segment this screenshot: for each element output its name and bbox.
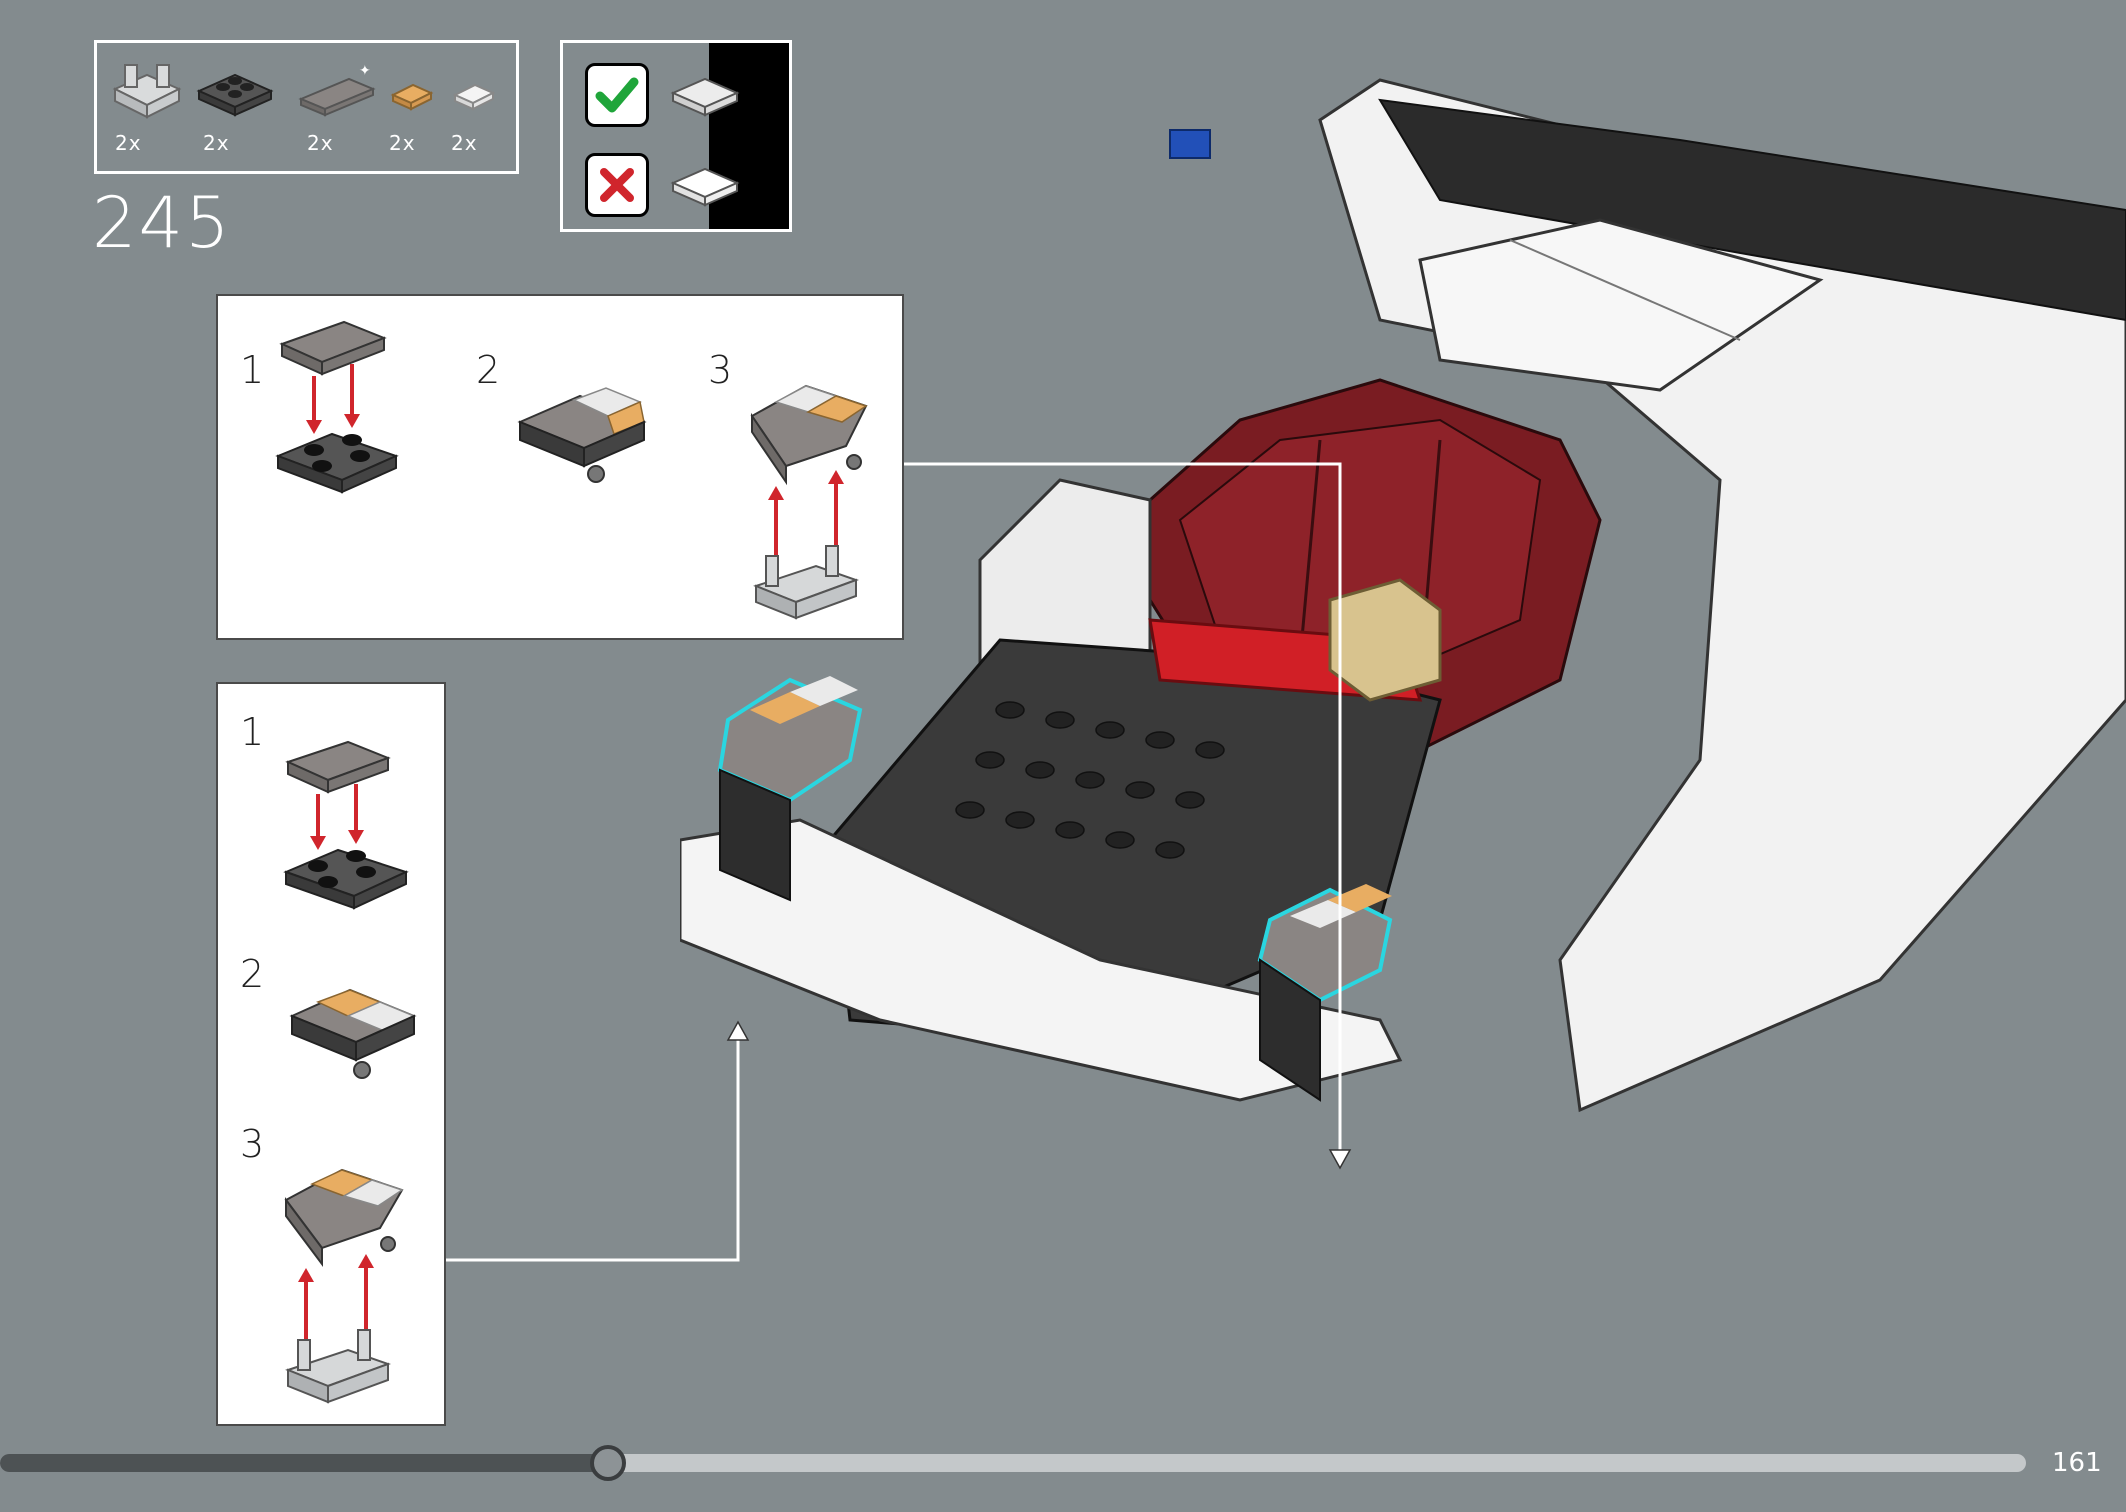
part-tile-printed: ✦ 2x [297,43,377,177]
step-number: 245 [92,182,232,264]
transparent-tile-part-icon [452,83,496,111]
substep-number: 3 [240,1122,265,1166]
tile-wrong-orientation-icon [670,167,740,207]
check-icon [585,63,649,127]
connector-line-b [446,1030,740,1262]
connector-arrow-b [726,1020,750,1041]
white-skirt [680,818,1403,1102]
part-qty: 2x [307,131,334,155]
orientation-hint [560,40,792,232]
part-tile-tan: 2x [387,43,467,177]
part-plate: 2x [195,43,275,177]
substep-number: 3 [708,348,733,392]
substep-2-illustration [517,387,647,483]
subassembly-panel-b: 1 2 3 [216,682,446,1426]
part-qty: 2x [115,131,142,155]
tan-brick [1328,578,1442,702]
bracket-part-icon [112,64,182,119]
progress-knob[interactable] [590,1445,626,1481]
car-roof-dark [1378,98,2126,322]
connector-line-a [904,462,1342,1158]
part-qty: 2x [451,131,478,155]
page-number: 161 [2052,1448,2102,1478]
roof-panel [1418,218,1824,392]
connector-arrow-a [1328,1149,1352,1170]
substep-number: 2 [240,952,265,996]
plate-part-icon [196,73,274,117]
blue-detail [1169,129,1211,159]
svg-text:✦: ✦ [359,63,371,79]
substep-1-illustration [275,320,399,494]
subassembly-panel-a: 1 2 3 [216,294,904,640]
substep-number: 1 [240,348,265,392]
substep-number: 1 [240,710,265,754]
tile-part-icon: ✦ [298,63,376,117]
tan-tile-part-icon [390,83,434,111]
substep-b2-illustration [289,988,417,1079]
part-qty: 2x [203,131,230,155]
car-model-illustration [680,78,2126,1113]
substep-b1-illustration [283,740,409,910]
cross-icon [585,153,649,217]
substep-number: 2 [476,348,501,392]
tile-correct-orientation-icon [670,77,740,117]
substep-b3-illustration [284,1168,404,1404]
part-qty: 2x [389,131,416,155]
parts-list: 2x 2x ✦ 2x 2x [94,40,519,174]
substep-3-illustration [750,384,868,620]
part-bracket: 2x [109,43,189,177]
progress-fill [0,1454,608,1472]
studs [955,701,1225,859]
part-tile-transparent: 2x [449,43,529,177]
